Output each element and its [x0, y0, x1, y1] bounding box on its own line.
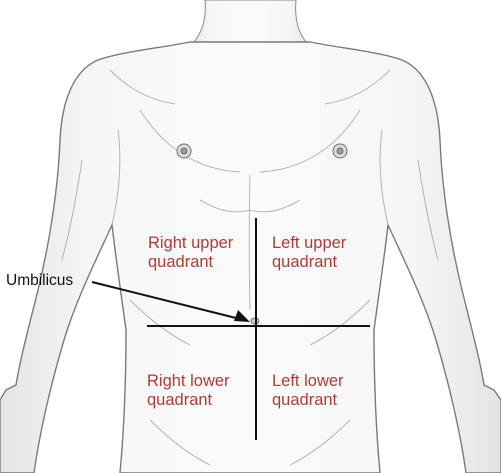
right-lower-quadrant-label: Right lower quadrant — [147, 372, 230, 410]
left-upper-quadrant-label: Left upper quadrant — [272, 234, 346, 272]
right-upper-quadrant-label: Right upper quadrant — [148, 234, 233, 272]
umbilicus-label: Umbilicus — [6, 272, 73, 290]
torso-outline — [0, 42, 501, 473]
neck — [188, 0, 312, 48]
left-lower-quadrant-label: Left lower quadrant — [272, 372, 344, 410]
